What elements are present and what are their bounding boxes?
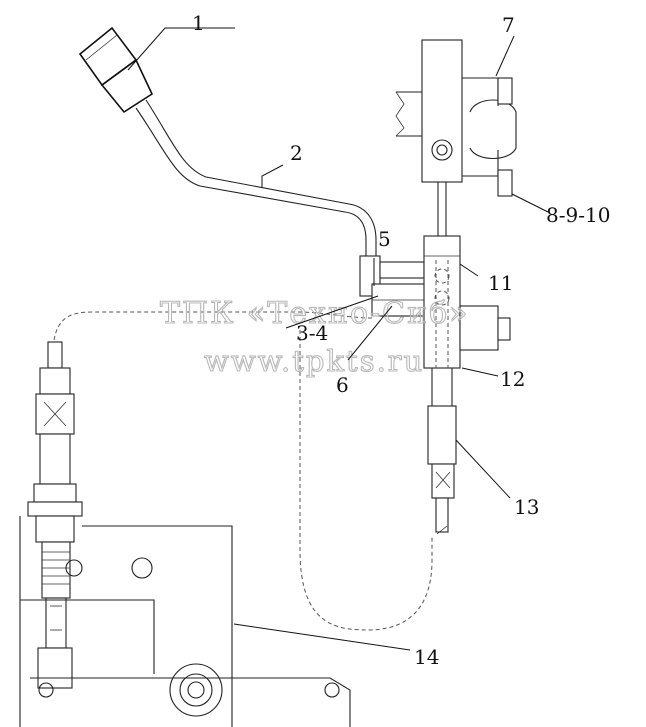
label-part-8-9-10: 8-9-10 [546,203,610,227]
cable-sleeve [427,368,457,535]
upper-clamp [395,39,517,236]
mounting-plate [19,516,351,727]
label-part-11: 11 [488,271,513,295]
watermark-company: ТПК «Техно-Сиб» [160,296,470,331]
label-part-6: 6 [336,373,349,397]
label-part-12: 12 [500,367,525,391]
leader-lines [127,27,549,651]
label-part-13: 13 [514,495,539,519]
label-part-14: 14 [414,645,439,669]
label-part-2: 2 [290,141,303,165]
watermark-url: www.tpkts.ru [204,344,424,378]
lever-knob [78,26,154,114]
left-cable-end [27,341,83,649]
label-part-1: 1 [192,11,205,35]
cable-upper-run [53,311,373,341]
cable-loop [299,330,433,631]
cable-mount [423,235,511,369]
label-part-7: 7 [502,13,515,37]
label-part-5: 5 [378,227,391,251]
label-part-3-4: 3-4 [296,321,328,345]
lever-rod [135,99,377,258]
